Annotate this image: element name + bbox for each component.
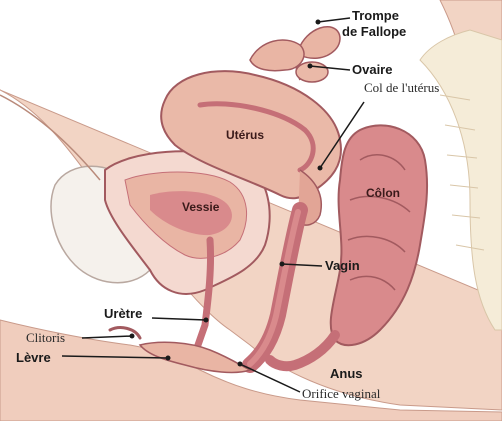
label-vagin: Vagin xyxy=(325,258,360,273)
label-clitoris: Clitoris xyxy=(26,330,65,345)
label-col-uterus: Col de l'utérus xyxy=(364,80,439,95)
label-anus: Anus xyxy=(330,366,363,381)
label-colon: Côlon xyxy=(366,186,400,201)
label-uterus: Utérus xyxy=(226,128,264,143)
label-trompe-line1: Trompe xyxy=(352,8,399,23)
label-levre: Lèvre xyxy=(16,350,51,365)
label-uretre: Urètre xyxy=(104,306,142,321)
label-ovaire: Ovaire xyxy=(352,62,392,77)
label-orifice-vaginal: Orifice vaginal xyxy=(302,386,380,401)
label-vessie: Vessie xyxy=(182,200,219,215)
label-trompe-line2: de Fallope xyxy=(342,24,406,39)
